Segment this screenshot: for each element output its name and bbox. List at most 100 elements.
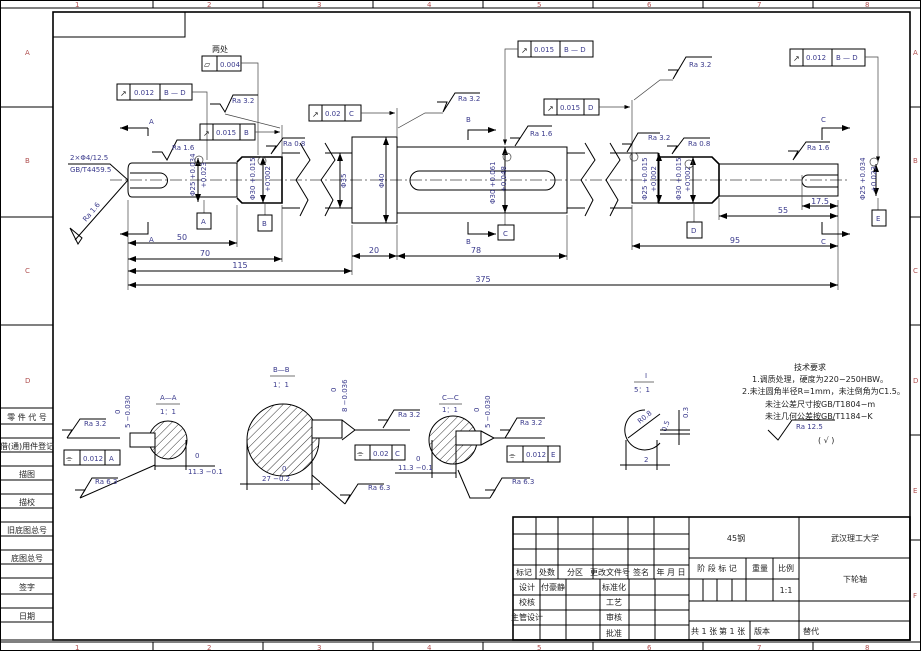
dim-20: 20 — [369, 246, 379, 255]
dim-17-5: 17.5 — [811, 197, 829, 206]
main-view-diameters-1-d: Φ30 — [249, 186, 257, 200]
col-label: 2 — [207, 644, 211, 651]
row-label: A — [913, 49, 918, 57]
diameter-tol: +0.023 — [200, 162, 208, 188]
title-block-scale-label: 比例 — [778, 563, 794, 573]
datum-c: C — [503, 230, 508, 238]
roughness-label: Ra 3.2 — [458, 95, 480, 103]
main-view-diameters-7-upper: +0.034 — [859, 157, 867, 183]
dim-375: 375 — [475, 275, 490, 284]
depth-tolerance: 11.3 −0.1 — [398, 464, 433, 472]
sheet-count: 共 1 张 — [691, 627, 717, 636]
row-label: C — [913, 267, 918, 275]
depth-label: 0.3 — [682, 407, 690, 418]
col-label: 1 — [75, 1, 79, 9]
title-block-rev-headers-3: 更改文件号 — [590, 567, 630, 577]
row-label: F — [913, 592, 917, 600]
main-view-diameters-0-upper: +0.034 — [189, 153, 197, 179]
section-mark-b: B — [466, 116, 471, 124]
tech-req-line: 1.调质处理，硬度为220−250HBW。 — [752, 374, 888, 384]
roughness-label: Ra 6.3 — [95, 478, 117, 486]
col-label: 5 — [537, 1, 541, 9]
title-block-rev-headers-5: 年 月 日 — [656, 567, 685, 577]
dim-115: 115 — [232, 261, 247, 270]
diameter-label: Φ40 — [378, 174, 386, 188]
section-scale: 1：1 — [273, 381, 289, 389]
flatness-note: 两处 — [212, 44, 228, 54]
sections-aa-frame-datum: A — [109, 455, 114, 463]
roughness-symbols: Ra 1.6 Ra 3.2 Ra 0.8 Ra 3.2 Ra 1.6 Ra 3.… — [152, 56, 830, 162]
diameter-label: Φ30 +0.015 — [675, 157, 683, 200]
col-label: 7 — [757, 644, 761, 651]
sections-bb-frame-value: 0.02 — [373, 450, 389, 458]
scale-value: 1:1 — [780, 586, 793, 595]
table-label: 零 件 代 号 — [7, 412, 47, 422]
roughness-label: Ra 12.5 — [796, 423, 823, 431]
row-label: A — [25, 49, 30, 57]
symmetry-icon: ⌯ — [509, 451, 516, 460]
diameter-label: Φ35 — [340, 174, 348, 188]
length-dimensions: 50 70 115 375 20 78 95 55 17.5 — [127, 137, 879, 290]
table-label: 旧底图总号 — [7, 525, 47, 535]
col-label: 6 — [647, 1, 652, 9]
section-scale: 1：1 — [442, 406, 458, 414]
main-view-frames-2-value: 0.015 — [216, 129, 236, 137]
sections-aa-frame-value: 0.012 — [83, 455, 103, 463]
left-record-table: 零 件 代 号 借(通)用件登记 描图 描校 旧底图总号 底图总号 签字 日期 — [0, 407, 54, 641]
row-label: C — [25, 267, 30, 275]
col-label: 8 — [865, 1, 869, 9]
main-view-diameters-4-d: Φ30 — [489, 190, 497, 204]
runout-icon: ↗ — [547, 104, 554, 113]
symmetry-icon: ⌯ — [66, 454, 73, 463]
title-block-replace: 替代 — [803, 626, 819, 636]
section-mark-a: A — [149, 118, 154, 126]
title-block-standard: 标准化 — [602, 582, 626, 592]
tech-req-title: 技术要求 — [794, 362, 826, 372]
row-label: D — [913, 377, 918, 385]
roughness-label: Ra 3.2 — [689, 61, 711, 69]
detail-title: I — [645, 372, 647, 380]
tech-req-line: 未注几何公差按GB/T1184−K — [765, 411, 873, 421]
diameter-label: Φ30 +0.015 — [249, 157, 257, 200]
diameter-tol: +0.048 — [500, 166, 508, 192]
datum-a: A — [201, 218, 206, 226]
roughness-other: ( √ ) — [818, 436, 834, 445]
depth-tolerance: 27 −0.2 — [262, 475, 290, 483]
col-label: 7 — [757, 1, 761, 9]
roughness-label: Ra 1.6 — [530, 130, 553, 138]
title-block-review: 审核 — [606, 612, 622, 622]
detail-scale: 5：1 — [634, 386, 650, 394]
runout-icon: ↗ — [793, 54, 800, 63]
main-view-diameters-0-d: Φ25 — [189, 182, 197, 196]
title-block-chief: 主管设计 — [511, 612, 543, 622]
roughness-label: Ra 0.8 — [688, 140, 710, 148]
title-block-check: 校核 — [519, 597, 535, 607]
runout-icon: ↗ — [120, 89, 127, 98]
col-label: 6 — [647, 644, 652, 651]
row-labels: A B C D A B C D E F — [25, 49, 918, 600]
column-labels-bottom: 1 2 3 4 5 6 7 8 — [75, 644, 869, 651]
col-label: 1 — [75, 644, 79, 651]
diameter-labels: Φ25 +0.034 +0.023 Φ30 +0.015 +0.002 Φ35 … — [189, 153, 878, 204]
col-label: 5 — [537, 644, 541, 651]
dim-55: 55 — [778, 206, 788, 215]
shaft-outline — [110, 136, 850, 224]
main-view-diameters-5-upper: +0.015 — [641, 157, 649, 183]
row-label: B — [913, 157, 918, 165]
section-mark-b: B — [466, 238, 471, 246]
main-view-frames-5-datum: D — [588, 104, 593, 112]
diameter-label: Φ25 +0.015 — [641, 157, 649, 200]
section-marks: A A B B C C — [120, 116, 850, 246]
title-block-process: 工艺 — [606, 598, 622, 607]
datum-b: B — [262, 220, 267, 228]
roughness-label: Ra 1.6 — [172, 144, 195, 152]
designer-name: 付豪静 — [541, 582, 565, 592]
title-block-weight: 重量 — [752, 563, 768, 573]
column-labels-top: 1 2 3 4 5 6 7 8 — [75, 1, 869, 9]
width-label: 2 — [644, 456, 648, 464]
roughness-label: Ra 3.2 — [520, 419, 542, 427]
